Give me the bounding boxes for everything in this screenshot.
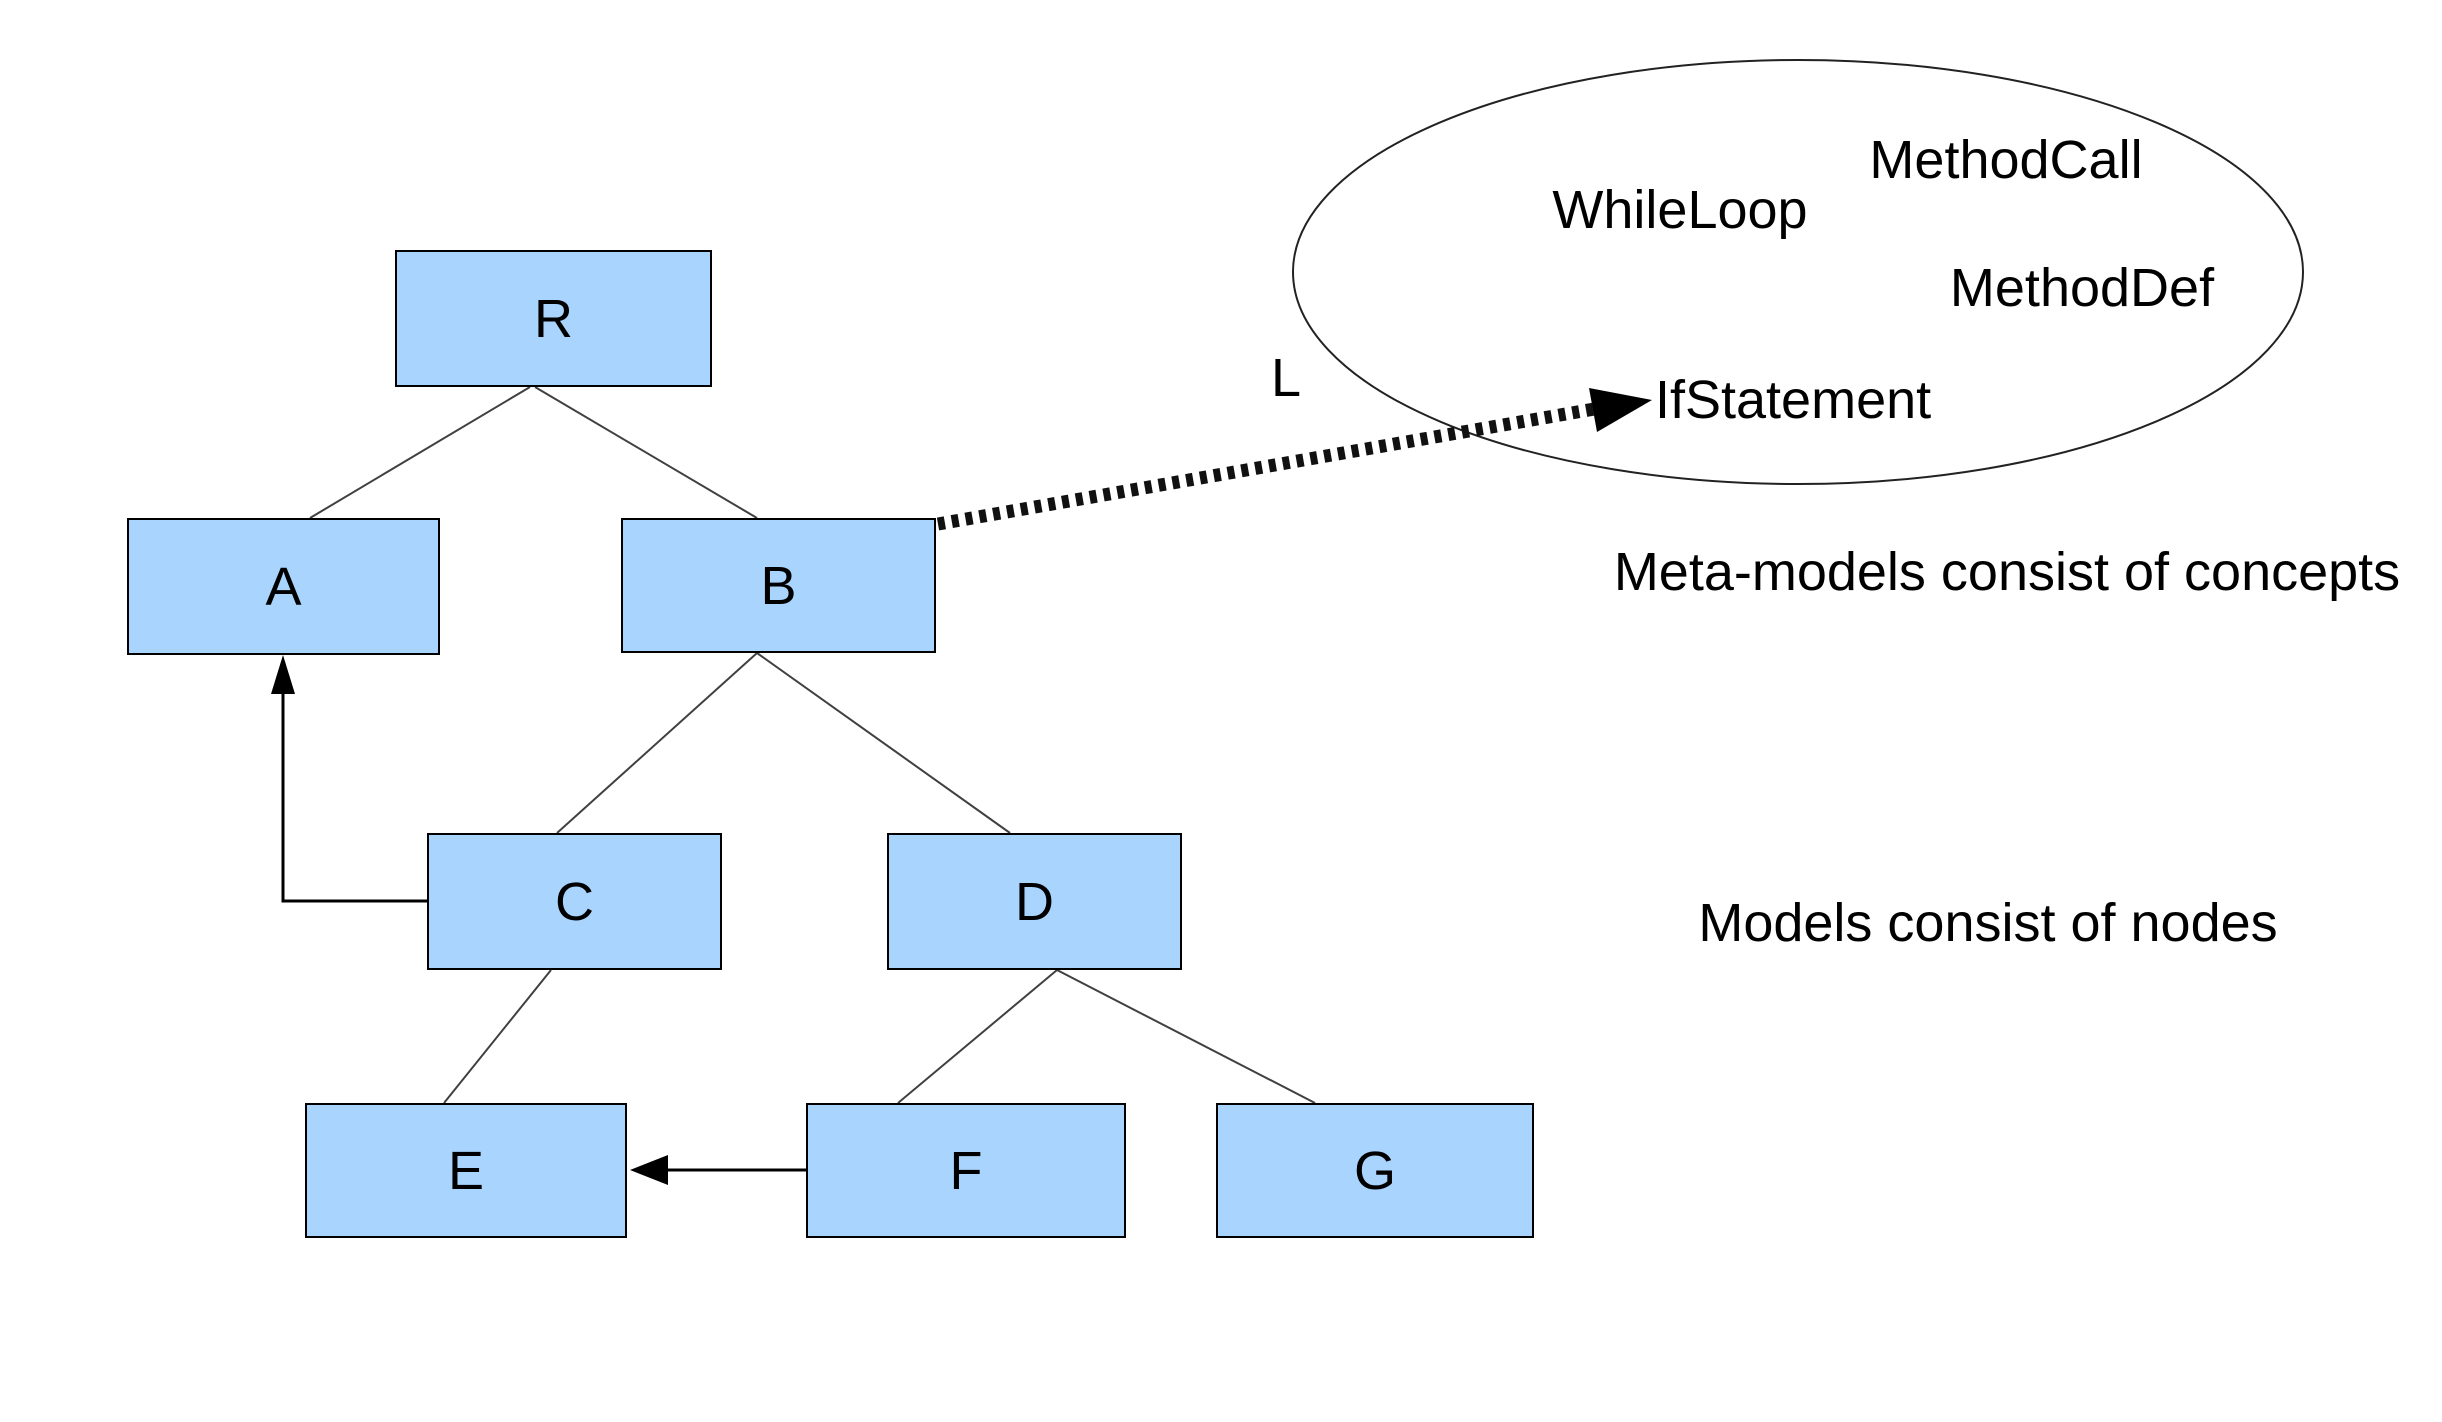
l-edge-arrowhead	[1589, 388, 1652, 432]
concept-methodcall: MethodCall	[1869, 130, 2143, 190]
node-b-label: B	[760, 555, 797, 616]
tree-edge-b-c	[556, 652, 758, 834]
concept-ifstatement: IfStatement	[1655, 370, 1932, 430]
l-edge-dotted-line	[936, 401, 1602, 531]
node-f: F	[806, 1103, 1126, 1238]
node-b: B	[621, 518, 936, 653]
tree-edge-d-f	[897, 969, 1058, 1104]
node-a: A	[127, 518, 440, 655]
c-to-a-arrow-line	[281, 662, 427, 903]
node-c-label: C	[555, 871, 594, 932]
node-r-label: R	[534, 288, 573, 349]
concept-whileloop: WhileLoop	[1552, 180, 1808, 240]
node-e: E	[305, 1103, 627, 1238]
node-e-label: E	[447, 1140, 485, 1201]
concept-methoddef: MethodDef	[1949, 258, 2215, 318]
tree-edge-d-g	[1056, 969, 1316, 1104]
node-d: D	[887, 833, 1182, 970]
tree-edge-b-d	[756, 652, 1011, 834]
c-to-a-arrowhead	[271, 655, 295, 694]
tree-edge-r-a	[309, 386, 531, 519]
tree-edge-r-b	[534, 386, 758, 519]
f-to-e-arrowhead	[630, 1155, 668, 1185]
node-d-label: D	[1015, 871, 1054, 932]
meta-model-ellipse	[1292, 59, 2304, 485]
node-a-label: A	[265, 556, 302, 617]
node-f-label: F	[949, 1140, 983, 1201]
annotation-models: Models consist of nodes	[1698, 893, 2278, 953]
node-g-label: G	[1353, 1140, 1396, 1201]
tree-edge-c-e	[443, 969, 552, 1104]
node-r: R	[395, 250, 712, 387]
annotation-meta-models: Meta-models consist of concepts	[1613, 542, 2401, 602]
node-g: G	[1216, 1103, 1534, 1238]
node-c: C	[427, 833, 722, 970]
l-edge-label: L	[1270, 348, 1302, 408]
